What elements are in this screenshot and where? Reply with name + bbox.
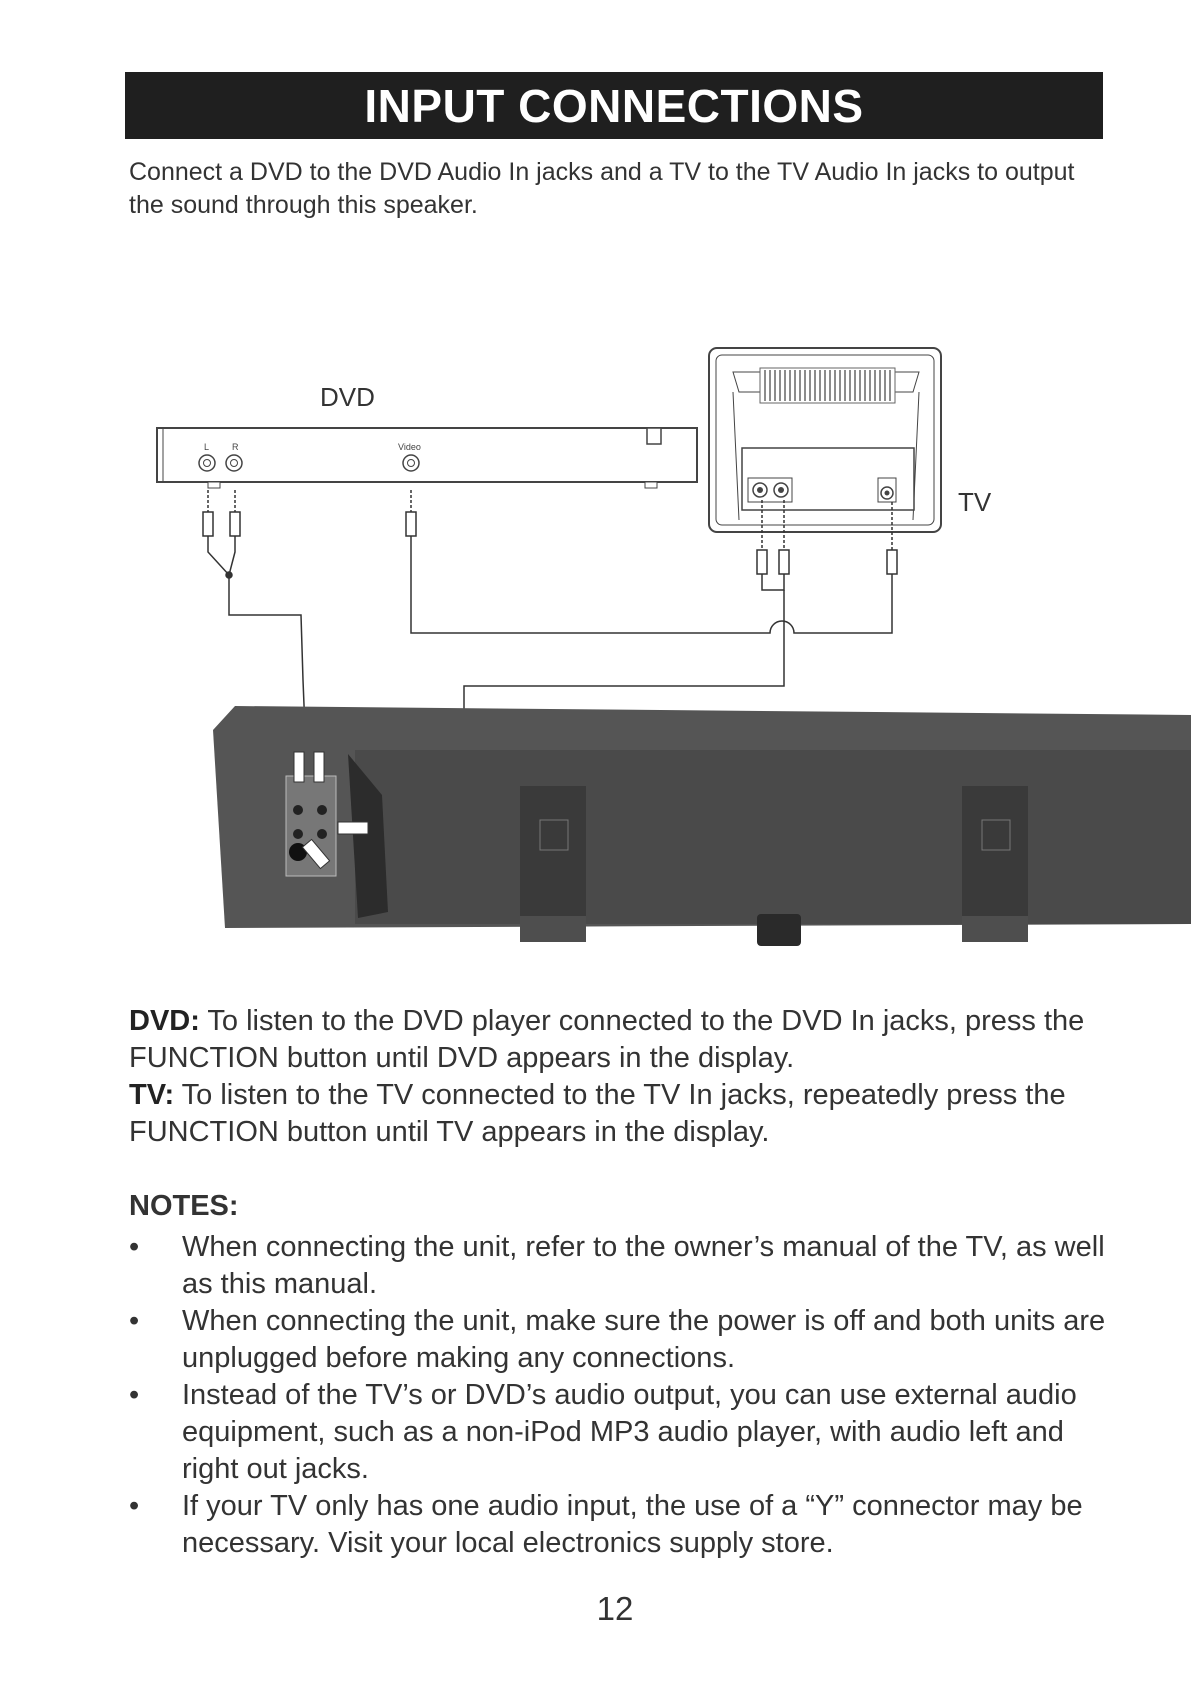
sound-bar [213, 706, 1191, 946]
dvd-description-label: DVD: [129, 1005, 200, 1037]
bullet: • [129, 1305, 140, 1337]
dvd-description-text: To listen to the DVD player connected to… [129, 1005, 1085, 1074]
mode-descriptions: DVD: To listen to the DVD player connect… [129, 1003, 1109, 1151]
dvd-label: DVD [320, 382, 375, 412]
bullet: • [129, 1231, 140, 1263]
note-item: • Instead of the TV’s or DVD’s audio outp… [129, 1377, 1109, 1488]
intro-text: Connect a DVD to the DVD Audio In jacks … [129, 158, 1075, 219]
dvd-jack-video-label: Video [398, 442, 421, 452]
title-bar: INPUT CONNECTIONS [125, 72, 1103, 139]
tv-description-text: To listen to the TV connected to the TV … [129, 1079, 1066, 1148]
tv-set [708, 347, 942, 533]
notes-title: NOTES: [129, 1190, 239, 1222]
bullet: • [129, 1490, 140, 1522]
connection-diagram: L R Video DVD [156, 347, 1191, 946]
dvd-jack-right-label: R [232, 442, 239, 452]
tv-description-label: TV: [129, 1079, 175, 1111]
note-text: Instead of the TV’s or DVD’s audio outpu… [182, 1379, 1077, 1485]
page-number: 12 [596, 1590, 634, 1627]
note-text: If your TV only has one audio input, the… [182, 1490, 1083, 1559]
tv-description: TV: To listen to the TV connected to the… [129, 1077, 1109, 1151]
note-item: • If your TV only has one audio input, th… [129, 1488, 1109, 1562]
dvd-jack-left-label: L [204, 442, 209, 452]
bullet: • [129, 1379, 140, 1411]
dvd-description: DVD: To listen to the DVD player connect… [129, 1003, 1109, 1077]
page-title: INPUT CONNECTIONS [364, 79, 864, 132]
note-item: • When connecting the unit, refer to the … [129, 1229, 1109, 1303]
notes-list: • When connecting the unit, refer to the … [129, 1229, 1109, 1562]
note-text: When connecting the unit, make sure the … [182, 1305, 1106, 1374]
tv-label: TV [958, 487, 992, 517]
dvd-player: L R Video [156, 427, 698, 489]
note-text: When connecting the unit, refer to the o… [182, 1231, 1105, 1300]
note-item: • When connecting the unit, make sure the… [129, 1303, 1109, 1377]
